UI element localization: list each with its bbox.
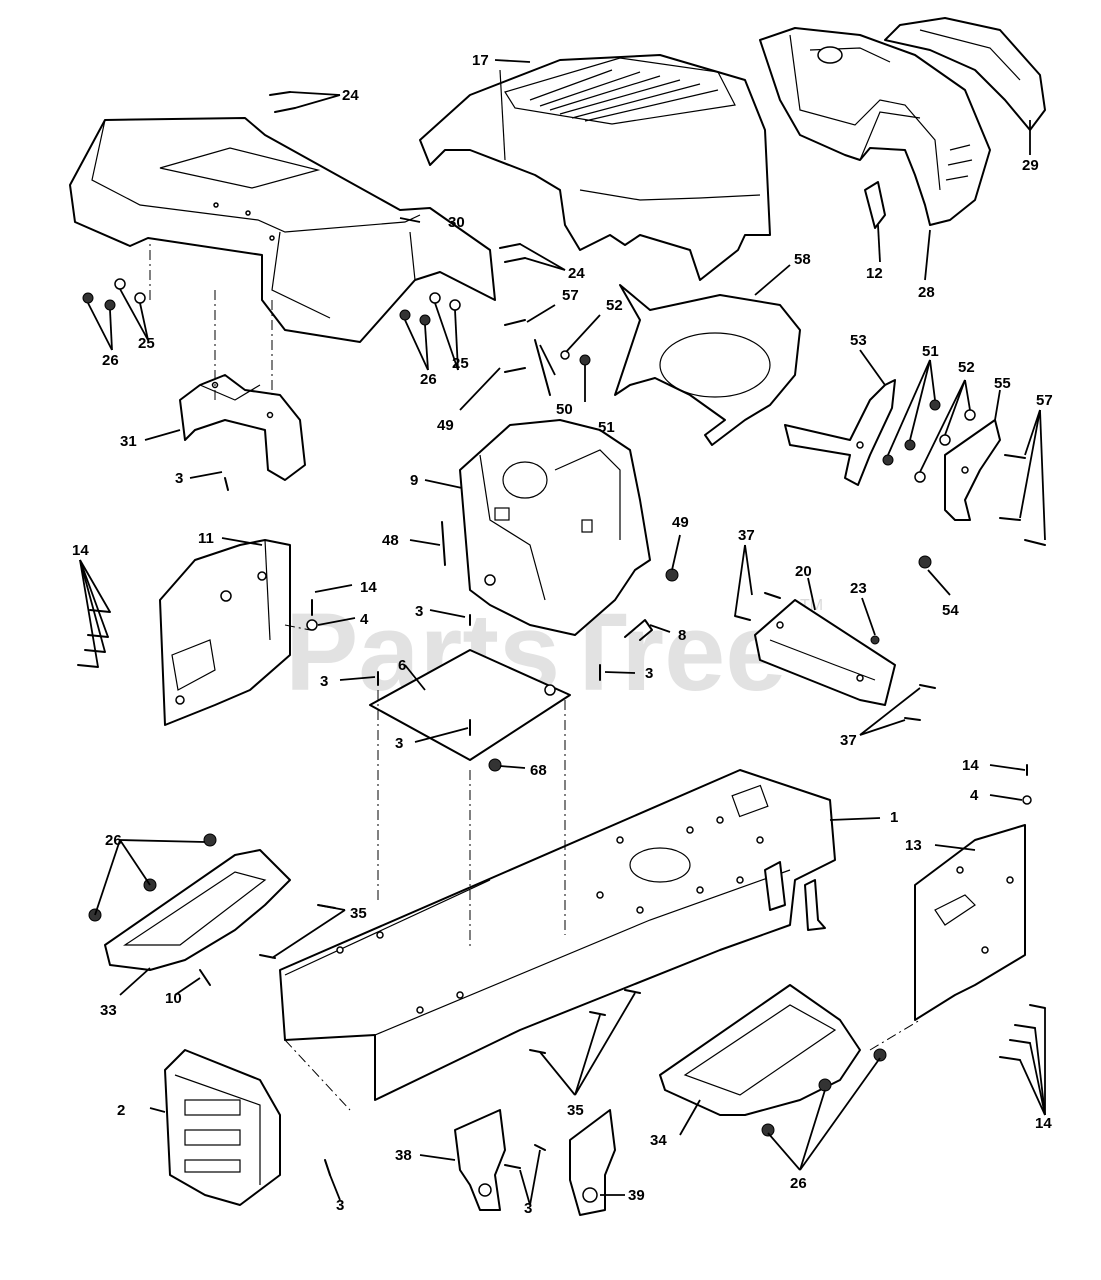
part-29-lens[interactable]	[884, 17, 1046, 131]
callout-37: 37	[738, 527, 755, 544]
part-8-clip[interactable]	[624, 619, 653, 641]
callout-33: 33	[100, 1002, 117, 1019]
callout-26: 26	[105, 832, 122, 849]
callout-54: 54	[942, 602, 959, 619]
callout-25: 25	[138, 335, 155, 352]
callout-12: 12	[866, 265, 883, 282]
callout-35: 35	[567, 1102, 584, 1119]
part-31-bracket[interactable]	[179, 374, 306, 481]
callout-53: 53	[850, 332, 867, 349]
callout-3: 3	[415, 603, 423, 620]
callout-labels: 17 24 29 30 12 28 24 58 26 25 57 52 26 2…	[72, 52, 1053, 1217]
callout-26: 26	[790, 1175, 807, 1192]
callout-24: 24	[568, 265, 585, 282]
callout-14: 14	[1035, 1115, 1052, 1132]
part-34-footrest[interactable]	[659, 984, 861, 1116]
callout-68: 68	[530, 762, 547, 779]
callout-48: 48	[382, 532, 399, 549]
callout-38: 38	[395, 1147, 412, 1164]
part-33-footrest[interactable]	[104, 849, 291, 971]
callout-39: 39	[628, 1187, 645, 1204]
callout-13: 13	[905, 837, 922, 854]
callout-34: 34	[650, 1132, 667, 1149]
callout-51: 51	[598, 419, 615, 436]
callout-50: 50	[556, 401, 573, 418]
part-58-shroud[interactable]	[614, 284, 801, 446]
part-55-bracket[interactable]	[944, 419, 1001, 521]
part-2-front-bracket[interactable]	[164, 1049, 281, 1206]
callout-4: 4	[970, 787, 979, 804]
part-6-plate[interactable]	[369, 649, 571, 761]
callout-55: 55	[994, 375, 1011, 392]
callout-49: 49	[672, 514, 689, 531]
callout-14: 14	[962, 757, 979, 774]
callout-10: 10	[165, 990, 182, 1007]
callout-57: 57	[1036, 392, 1053, 409]
callout-20: 20	[795, 563, 812, 580]
callout-57: 57	[562, 287, 579, 304]
callout-28: 28	[918, 284, 935, 301]
callout-3: 3	[336, 1197, 344, 1214]
callout-58: 58	[794, 251, 811, 268]
part-17-hood[interactable]	[419, 54, 771, 281]
callout-3: 3	[395, 735, 403, 752]
part-53-bracket[interactable]	[784, 379, 896, 486]
callout-30: 30	[448, 214, 465, 231]
callout-35: 35	[350, 905, 367, 922]
part-1-frame[interactable]	[279, 769, 836, 1101]
part-13-side-panel[interactable]	[914, 824, 1026, 1021]
callout-25: 25	[452, 355, 469, 372]
callout-49: 49	[437, 417, 454, 434]
callout-51: 51	[922, 343, 939, 360]
part-12-bracket[interactable]	[864, 181, 886, 229]
callout-14: 14	[360, 579, 377, 596]
part-20-plate[interactable]	[754, 599, 896, 706]
callout-17: 17	[472, 52, 489, 69]
callout-11: 11	[198, 530, 214, 547]
callout-8: 8	[678, 627, 686, 644]
callout-3: 3	[645, 665, 653, 682]
callout-29: 29	[1022, 157, 1039, 174]
callout-1: 1	[890, 809, 898, 826]
callout-31: 31	[120, 433, 137, 450]
part-38-bracket[interactable]	[454, 1109, 506, 1211]
callout-26: 26	[102, 352, 119, 369]
callout-3: 3	[320, 673, 328, 690]
callout-9: 9	[410, 472, 418, 489]
part-39-bracket[interactable]	[569, 1109, 616, 1216]
callout-6: 6	[398, 657, 406, 674]
callout-52: 52	[606, 297, 623, 314]
part-11-side-panel[interactable]	[159, 539, 291, 726]
callout-24: 24	[342, 87, 359, 104]
part-30-fender[interactable]	[69, 117, 496, 343]
callout-14: 14	[72, 542, 89, 559]
callout-37: 37	[840, 732, 857, 749]
leader-lines	[79, 59, 1046, 1206]
callout-26: 26	[420, 371, 437, 388]
callout-23: 23	[850, 580, 867, 597]
alignment-lines	[149, 240, 921, 1111]
part-28-grille[interactable]	[759, 27, 991, 226]
callout-3: 3	[524, 1200, 532, 1217]
callout-4: 4	[360, 611, 369, 628]
callout-52: 52	[958, 359, 975, 376]
callout-3: 3	[175, 470, 183, 487]
part-9-dash[interactable]	[459, 419, 651, 636]
callout-2: 2	[117, 1102, 125, 1119]
